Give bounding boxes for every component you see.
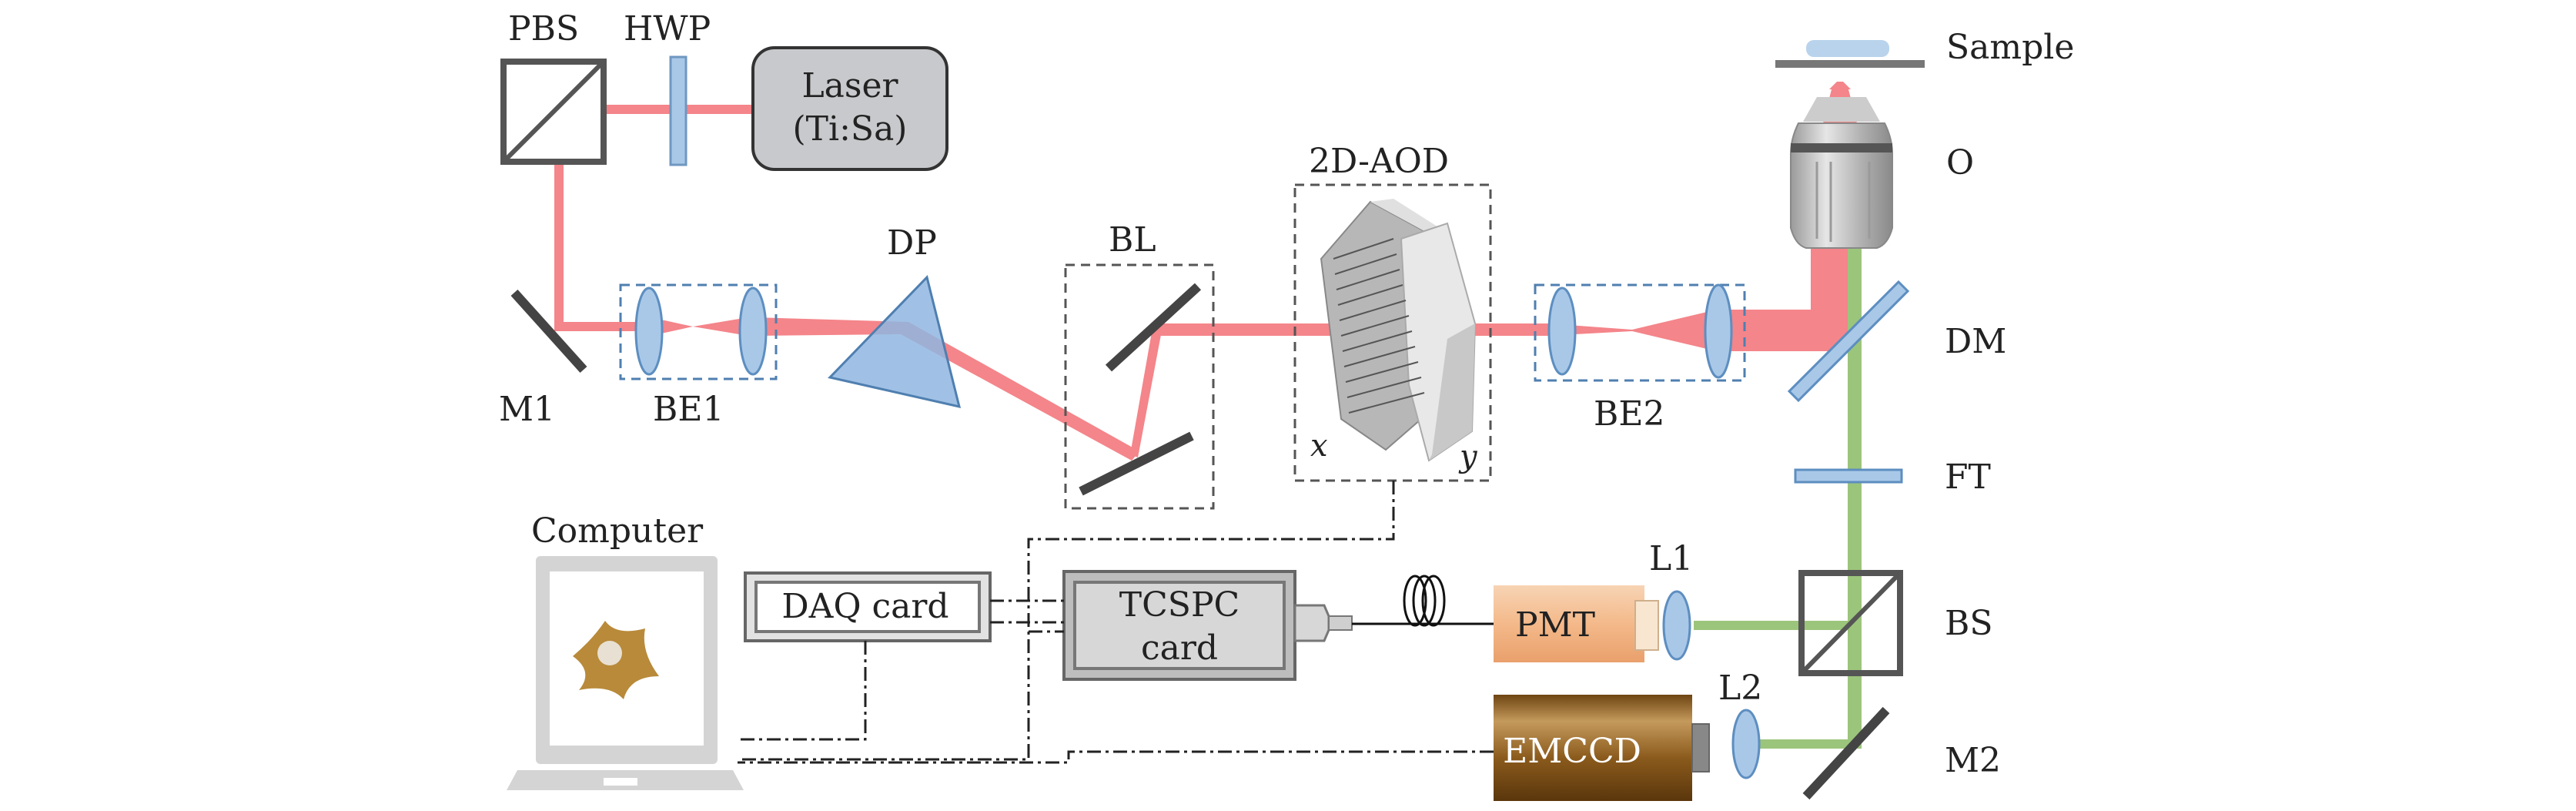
- bs-cube: [1798, 570, 1903, 676]
- daq-label: DAQ card: [781, 587, 948, 626]
- be1-expander: [619, 283, 778, 380]
- m2-label: M2: [1945, 741, 2001, 780]
- m1-label: M1: [499, 390, 555, 429]
- fiber-cable: [1352, 575, 1494, 627]
- aod-x-label: x: [1310, 428, 1328, 464]
- dm-mirror: [1787, 280, 1910, 403]
- ft-filter: [1794, 468, 1903, 484]
- m2-mirror: [1802, 706, 1890, 800]
- objective-lens: [1790, 97, 1893, 249]
- bl-mirror-pair: [1064, 263, 1215, 510]
- aod-unit: x y: [1293, 183, 1492, 482]
- emission-beam: [1694, 231, 1862, 749]
- sample-stage: [1775, 40, 1925, 68]
- tcspc-label-line2: card: [1141, 628, 1218, 668]
- bl-label: BL: [1109, 220, 1156, 260]
- tcspc-card: TCSPC card: [1062, 570, 1353, 681]
- laser-label-line2: (Ti:Sa): [793, 109, 908, 149]
- be2-label: BE2: [1594, 394, 1664, 434]
- pmt-detector: PMT: [1494, 585, 1659, 662]
- pmt-label: PMT: [1515, 605, 1595, 645]
- daq-card: DAQ card: [744, 571, 992, 642]
- l1-label: L1: [1649, 539, 1693, 578]
- ft-label: FT: [1945, 457, 1991, 497]
- laser-label-line1: Laser: [801, 66, 898, 106]
- tcspc-label-line1: TCSPC: [1119, 585, 1239, 625]
- computer-label: Computer: [531, 511, 704, 551]
- emccd-label: EMCCD: [1503, 732, 1641, 771]
- dp-prism: [828, 275, 962, 409]
- dm-label: DM: [1945, 322, 2006, 361]
- aod-label: 2D-AOD: [1309, 142, 1449, 181]
- m1-mirror: [510, 289, 587, 374]
- aod-y-label: y: [1458, 439, 1478, 474]
- excitation-beam: [551, 82, 1857, 461]
- laser-box: Laser (Ti:Sa): [751, 46, 948, 171]
- l1-lens: [1662, 590, 1691, 661]
- dp-label: DP: [887, 223, 937, 263]
- hwp-label: HWP: [624, 9, 711, 49]
- l2-label: L2: [1718, 669, 1762, 708]
- sample-label: Sample: [1946, 28, 2074, 67]
- pbs-label: PBS: [508, 9, 579, 49]
- be1-label: BE1: [653, 390, 724, 429]
- emccd-camera: EMCCD: [1494, 695, 1710, 801]
- objective-label: O: [1946, 143, 1974, 183]
- l2-lens: [1731, 709, 1761, 779]
- signal-cables: [738, 481, 1494, 764]
- computer: [507, 556, 744, 790]
- be2-expander: [1534, 283, 1746, 382]
- pbs-cube: [500, 59, 607, 165]
- hwp-plate: [669, 55, 687, 166]
- bs-label: BS: [1945, 604, 1992, 643]
